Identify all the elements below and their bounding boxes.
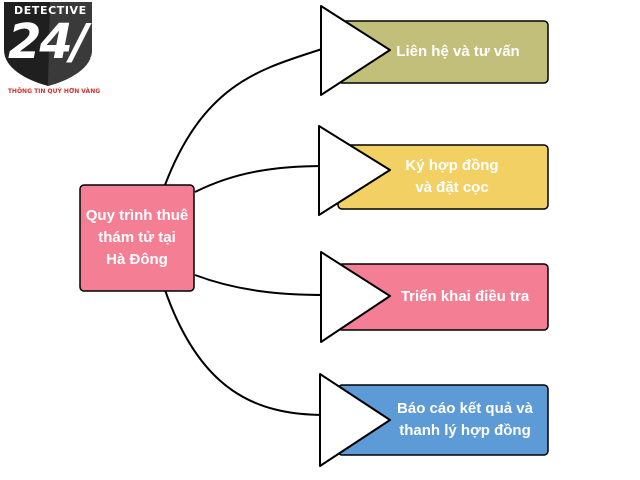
arrowhead-1 [320,5,391,96]
connector-4 [164,289,326,416]
detective-logo: DETECTIVE 24/7 THÔNG TIN QUÝ HƠN VÀNG [0,0,120,100]
center-box [79,184,195,292]
step-4-line-1: Báo cáo kết quả và [397,400,533,417]
center-line-2: thám tử tại [98,229,176,246]
arrowhead-2 [318,125,391,216]
step-4-line-2: thanh lý hợp đồng [399,422,531,439]
arrowhead-3 [320,251,391,343]
center-label: Quy trình thuê thám tử tại Hà Đông [80,185,194,291]
arrowhead-4 [319,373,391,467]
step-3-line-1: Triển khai điều tra [400,288,530,305]
step-2-line-1: Ký hợp đồng [405,157,499,174]
logo-word: DETECTIVE [14,4,87,17]
logo-slogan: THÔNG TIN QUÝ HƠN VÀNG [7,88,101,95]
step-label-2: Ký hợp đồng và đặt cọc [372,145,532,209]
step-1-line-1: Liên hệ và tư vấn [396,43,520,60]
logo-number: 24/7 [8,14,120,70]
step-2-line-2: và đặt cọc [415,179,489,196]
step-label-3: Triển khai điều tra [382,264,548,330]
connector-3 [194,274,326,296]
connector-2 [194,165,326,193]
shield-icon [4,2,92,86]
step-label-4: Báo cáo kết quả và thanh lý hợp đồng [382,385,548,455]
center-line-1: Quy trình thuê [85,207,189,224]
step-label-1: Liên hệ và tư vấn [368,21,548,83]
center-line-3: Hà Đông [106,251,168,268]
connector-1 [164,47,326,186]
